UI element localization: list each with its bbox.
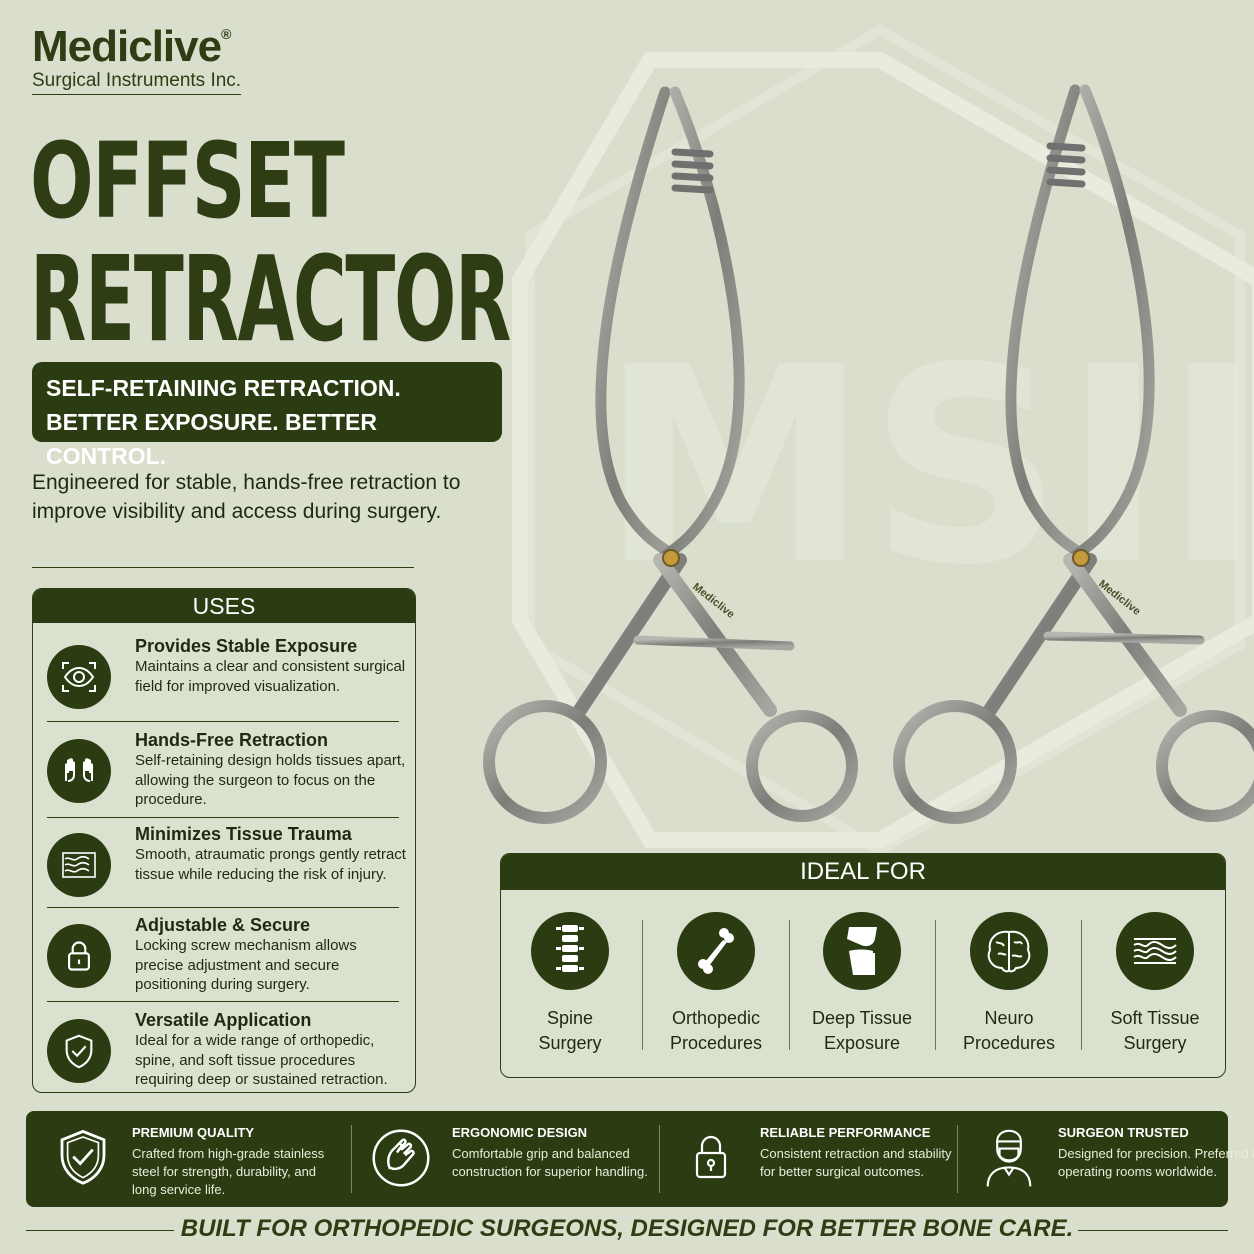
divider [935,920,936,1050]
ideal-label-line1: Soft Tissue [1110,1008,1200,1028]
divider [47,907,399,908]
footer-slogan: BUILT FOR ORTHOPEDIC SURGEONS, DESIGNED … [180,1215,1074,1242]
ideal-label-line2: Procedures [669,1033,763,1053]
feature-title: SURGEON TRUSTED [1058,1125,1189,1140]
ideal-label-line1: Deep Tissue [811,1008,913,1028]
tagline-box: SELF-RETAINING RETRACTION. BETTER EXPOSU… [32,362,502,469]
retractor-instruments: Mediclive Mediclive [483,84,1254,824]
divider [32,567,414,568]
feature-desc: Crafted from high-grade stainless steel … [132,1146,325,1197]
tissue-icon [47,833,111,897]
soft-tissue-icon [1116,912,1194,990]
ideal-item: Orthopedic Procedures [643,912,789,1056]
knee-joint-icon [823,912,901,990]
feature-item: SURGEON TRUSTED Designed for precision. … [958,1111,1254,1207]
divider [1081,920,1082,1050]
tagline-line-1: SELF-RETAINING RETRACTION. [46,375,401,401]
surgeon-icon [978,1125,1040,1191]
eye-icon [47,645,111,709]
feature-desc: Comfortable grip and balanced constructi… [452,1146,648,1179]
use-title: Provides Stable Exposure [135,636,358,656]
use-title: Versatile Application [135,1010,312,1030]
lock-icon [47,924,111,988]
brand-subtitle: Surgical Instruments Inc. [32,70,242,95]
use-desc: Ideal for a wide range of orthopedic, sp… [135,1032,388,1088]
feature-desc: Consistent retraction and stability for … [760,1146,952,1179]
tagline-line-2: BETTER EXPOSURE. BETTER CONTROL. [46,409,377,469]
registered-mark: ® [221,26,231,42]
divider [47,721,399,722]
bone-icon [677,912,755,990]
divider [47,817,399,818]
use-item: Minimizes Tissue Trauma Smooth, atraumat… [45,823,406,917]
ideal-label-line1: Orthopedic [671,1008,761,1028]
use-desc: Smooth, atraumatic prongs gently retract… [135,846,406,883]
brand-logo: Mediclive® Surgical Instruments Inc. [32,22,242,95]
retractor-right [893,84,1254,824]
feature-item: PREMIUM QUALITY Crafted from high-grade … [26,1111,351,1207]
ideal-label-line2: Surgery [538,1033,602,1053]
divider [47,1001,399,1002]
use-title: Hands-Free Retraction [135,730,329,750]
divider [1078,1230,1228,1231]
divider [642,920,643,1050]
use-desc: Maintains a clear and consistent surgica… [135,658,406,695]
divider [957,1125,958,1193]
use-item: Hands-Free Retraction Self-retaining des… [45,729,405,823]
lock-icon [680,1125,742,1191]
uses-header: USES [33,589,415,623]
feature-desc: Designed for precision. Preferred in ope… [1058,1146,1254,1179]
ideal-label-line2: Surgery [1123,1033,1187,1053]
intro-text: Engineered for stable, hands-free retrac… [32,471,461,523]
divider [26,1230,174,1231]
title-line-2: RETRACTOR [30,230,511,368]
features-bar: PREMIUM QUALITY Crafted from high-grade … [26,1111,1254,1207]
uses-panel: USES Provides Stable Exposure Maintains … [32,588,416,1093]
ideal-item: Soft Tissue Surgery [1082,912,1225,1056]
use-desc: Self-retaining design holds tissues apar… [135,752,406,808]
hands-icon [47,739,111,803]
hand-icon [370,1125,432,1191]
feature-item: ERGONOMIC DESIGN Comfortable grip and ba… [352,1111,660,1207]
brain-icon [970,912,1048,990]
use-title: Minimizes Tissue Trauma [135,824,352,844]
divider [351,1125,352,1193]
feature-item: RELIABLE PERFORMANCE Consistent retracti… [660,1111,958,1207]
divider [659,1125,660,1193]
pivot-screw [1072,549,1090,567]
pivot-screw [662,549,680,567]
ideal-item: Deep Tissue Exposure [789,912,935,1056]
ideal-label-line2: Exposure [823,1033,901,1053]
feature-title: ERGONOMIC DESIGN [452,1125,588,1140]
use-item: Adjustable & Secure Locking screw mechan… [45,914,401,1008]
use-title: Adjustable & Secure [135,915,311,935]
ideal-for-header: IDEAL FOR [501,854,1225,890]
feature-title: PREMIUM QUALITY [132,1125,255,1140]
spine-icon [531,912,609,990]
feature-title: RELIABLE PERFORMANCE [760,1125,931,1140]
use-item: Provides Stable Exposure Maintains a cle… [45,635,405,729]
use-desc: Locking screw mechanism allows precise a… [135,937,357,993]
ideal-label-line2: Procedures [962,1033,1056,1053]
shield-check-icon [47,1019,111,1083]
ideal-item: Neuro Procedures [936,912,1082,1056]
ideal-label-line1: Neuro [984,1008,1034,1028]
ideal-label-line1: Spine [546,1008,594,1028]
use-item: Versatile Application Ideal for a wide r… [45,1009,401,1092]
ideal-item: Spine Surgery [501,912,643,1056]
title-line-1: OFFSET [30,120,345,242]
retractor-left [483,86,858,824]
ideal-for-panel: IDEAL FOR Spine Surgery [500,853,1226,1078]
divider [789,920,790,1050]
brand-name: Mediclive [32,22,222,71]
shield-check-icon [52,1125,114,1191]
